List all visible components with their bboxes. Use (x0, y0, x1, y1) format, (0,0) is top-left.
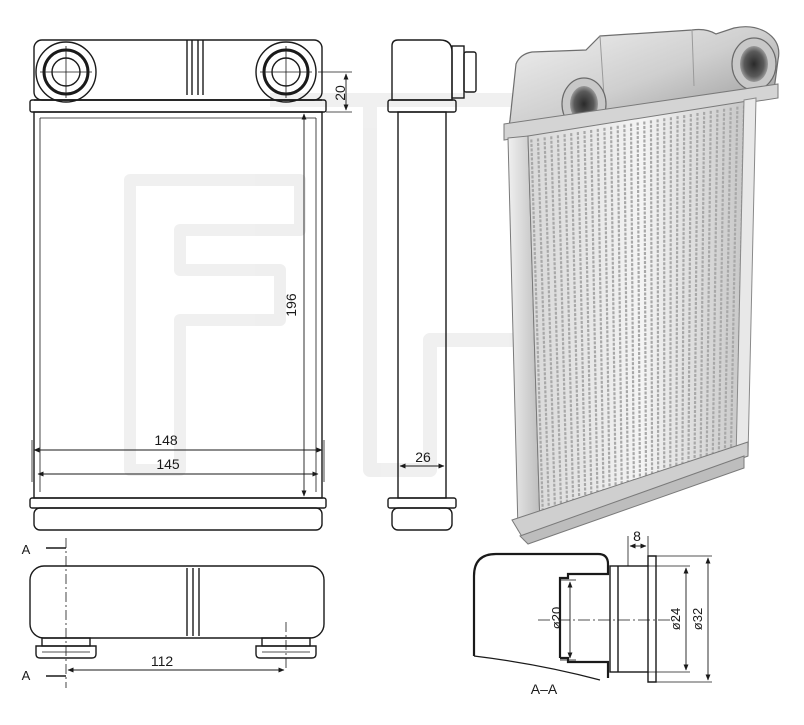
radiator-fin (658, 119, 659, 482)
bottom-tank-outline (30, 566, 324, 638)
section-title: A–A (531, 681, 558, 697)
front-bottom-tank (34, 508, 322, 530)
side-flange-bottom (388, 498, 456, 508)
dim-label-20: 20 (332, 85, 348, 101)
section-marker-bottom: A (22, 668, 31, 683)
dim-label-26: 26 (415, 449, 431, 465)
section-marker-top: A (22, 542, 31, 557)
radiator-fin (651, 120, 652, 484)
dim-label-8: 8 (633, 528, 641, 544)
radiator-fin (670, 117, 671, 478)
dim-label-148: 148 (154, 432, 178, 448)
front-flange-bottom (30, 498, 326, 508)
dim-label-196: 196 (283, 293, 299, 317)
dim-label-145: 145 (156, 456, 180, 472)
bottom-view (30, 538, 324, 688)
section-pipe-stub (610, 566, 648, 672)
side-pipe-end (464, 52, 476, 92)
side-pipe-collar (452, 46, 464, 98)
dim-label-dia24: ø24 (668, 608, 683, 630)
side-bottom-tank (392, 508, 452, 530)
dim-label-dia20: ø20 (549, 607, 564, 629)
side-tank (392, 40, 452, 100)
front-view (30, 40, 352, 530)
dim-label-dia32: ø32 (690, 608, 705, 630)
section-tank-wall (474, 554, 608, 658)
heater-core-radiator-image (504, 27, 779, 544)
dim-label-112: 112 (151, 653, 174, 669)
side-core (398, 112, 446, 498)
